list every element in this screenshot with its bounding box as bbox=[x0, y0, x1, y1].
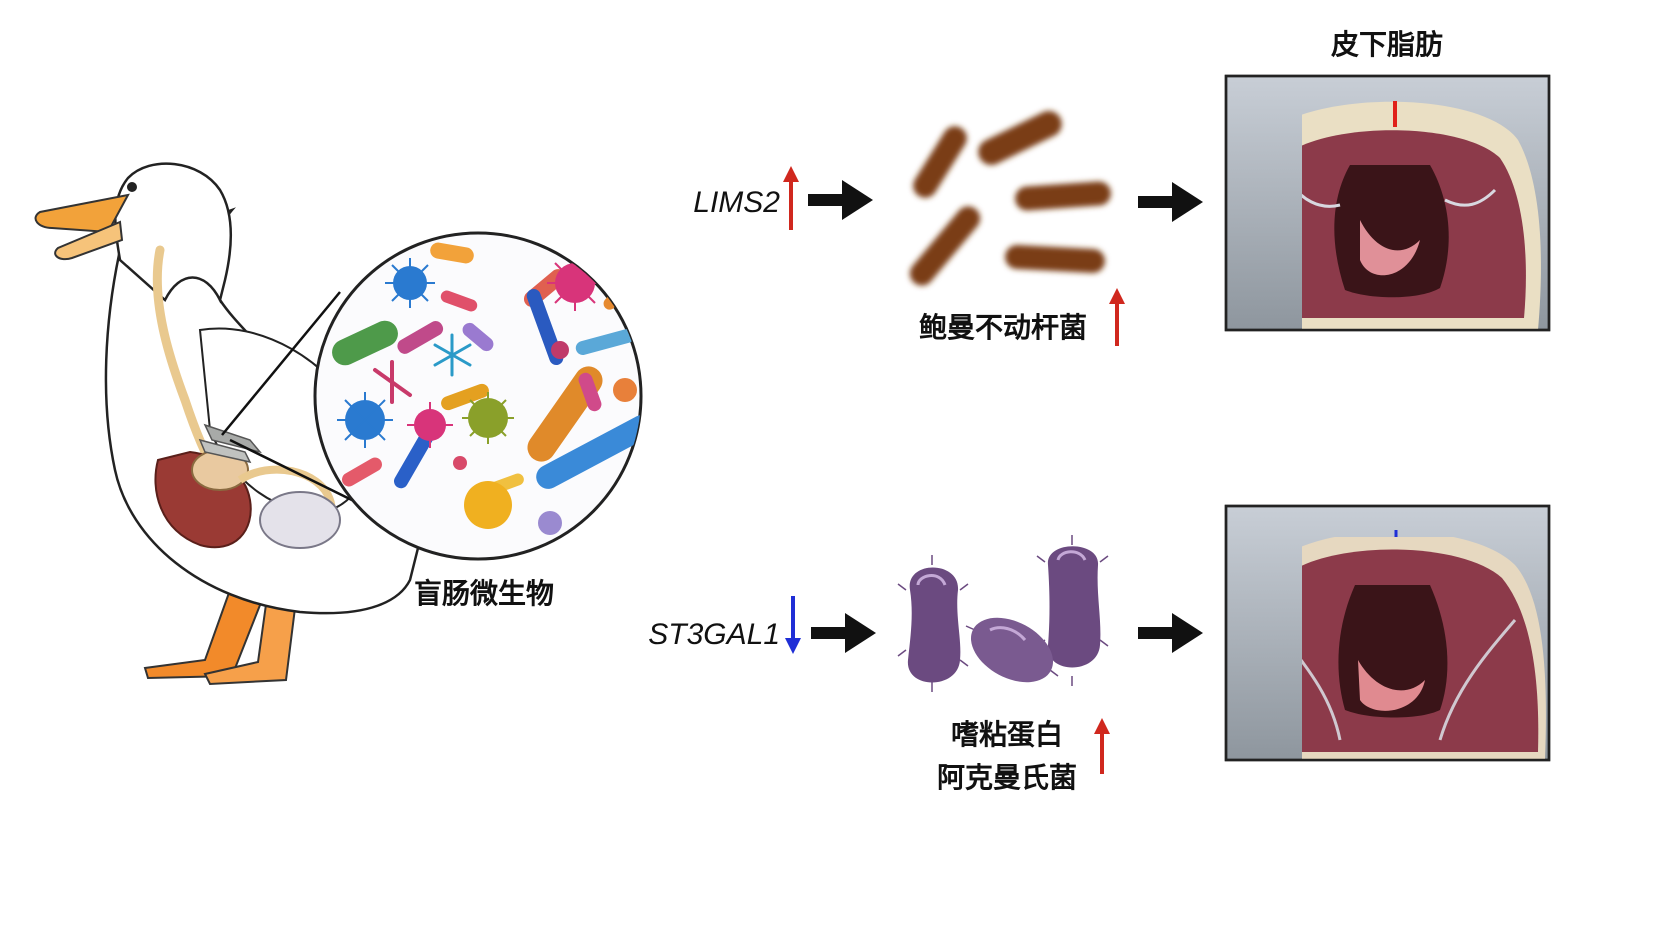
meat-cross-section bbox=[1224, 74, 1551, 332]
up-arrow-icon bbox=[1109, 288, 1125, 346]
akkermansia-bacteria bbox=[897, 535, 1109, 692]
duck-illustration bbox=[34, 162, 422, 686]
cecum-microbiota-label: 盲肠微生物 bbox=[414, 577, 554, 610]
subcutaneous-fat-title: 皮下脂肪 bbox=[1331, 28, 1443, 61]
bacteria-label-2-line-1: 嗜粘蛋白 bbox=[951, 718, 1063, 751]
meat-cross-section bbox=[1224, 504, 1551, 762]
gene-label-1: LIMS2 bbox=[693, 186, 780, 219]
zoom-line-bottom bbox=[229, 438, 363, 507]
rod-bacteria bbox=[909, 110, 1111, 286]
flow-arrow-icon bbox=[1138, 182, 1203, 222]
zoom-line-top bbox=[221, 291, 341, 436]
flow-arrow-icon bbox=[1138, 613, 1203, 653]
flow-arrow-icon bbox=[811, 613, 876, 653]
flow-arrow-icon bbox=[808, 180, 873, 220]
bacteria-label-2-line-2: 阿克曼氏菌 bbox=[937, 761, 1077, 794]
down-arrow-icon bbox=[785, 596, 801, 654]
bacteria-label-1-line-1: 鲍曼不动杆菌 bbox=[919, 311, 1087, 344]
gene-label-2: ST3GAL1 bbox=[648, 618, 780, 651]
microbiome-magnifier bbox=[313, 231, 643, 561]
up-arrow-icon bbox=[1094, 718, 1110, 774]
up-arrow-icon bbox=[783, 166, 799, 230]
